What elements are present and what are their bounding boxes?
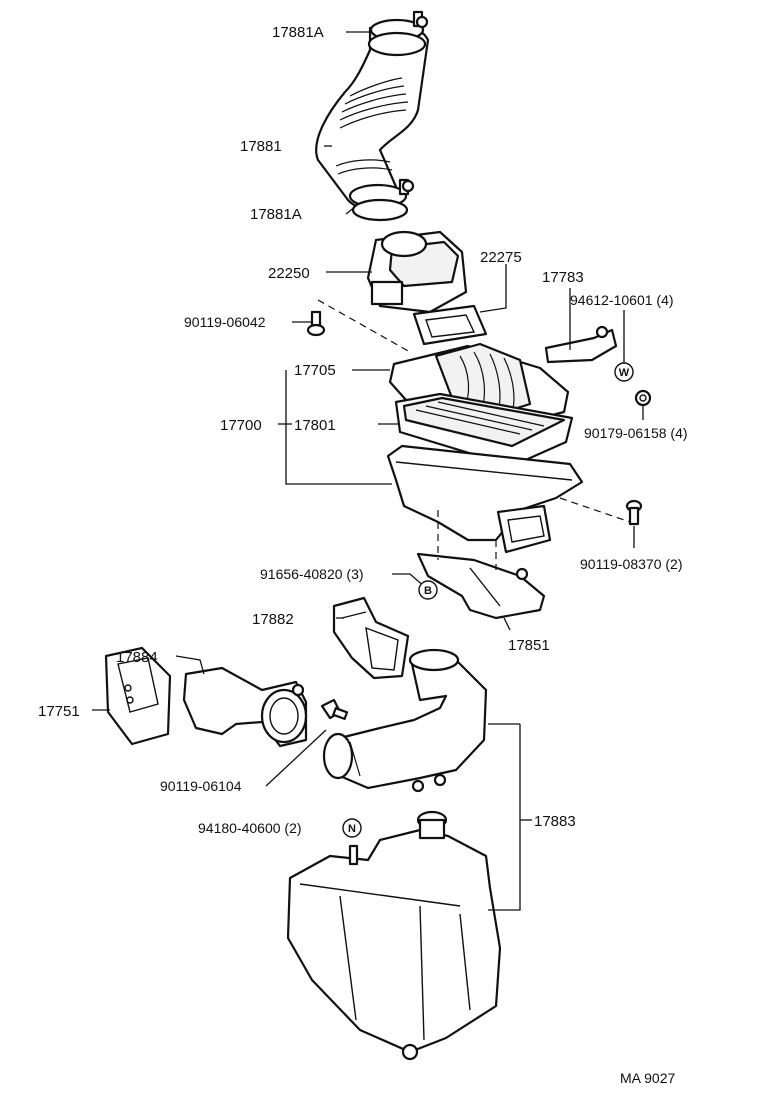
callout-17751: 17751 xyxy=(38,703,80,720)
bolt-90119-06104 xyxy=(320,698,349,720)
bracket-17851 xyxy=(416,552,546,620)
callout-17801: 17801 xyxy=(294,417,336,434)
marker-n: N xyxy=(342,818,362,838)
callout-90119-06104: 90119-06104 xyxy=(160,778,242,794)
marker-b: B xyxy=(418,580,438,600)
inlet-duct-17884 xyxy=(182,666,308,748)
inlet-17751 xyxy=(104,646,172,746)
callout-91656-40820: 91656-40820 (3) xyxy=(260,566,364,582)
hose-clamp-top xyxy=(367,10,429,57)
callout-17851: 17851 xyxy=(508,637,550,654)
bracket-17783 xyxy=(544,325,618,364)
bolt-90119-06042 xyxy=(306,310,326,337)
svg-text:W: W xyxy=(619,367,630,379)
callout-17881a-bottom: 17881A xyxy=(250,206,302,223)
callout-17783: 17783 xyxy=(542,269,584,286)
gasket-22275 xyxy=(412,304,488,346)
callout-17883: 17883 xyxy=(534,813,576,830)
hose-17883 xyxy=(322,648,488,793)
resonator-tank xyxy=(286,810,502,1061)
callout-90119-06042: 90119-06042 xyxy=(184,314,266,330)
bolt-90119-08370 xyxy=(625,499,643,526)
callout-90179-06158: 90179-06158 (4) xyxy=(584,425,688,441)
callout-17881a-top: 17881A xyxy=(272,24,324,41)
callout-22275: 22275 xyxy=(480,249,522,266)
intake-hose-17881 xyxy=(315,22,430,211)
dash-bolt-to-case xyxy=(317,299,411,353)
marker-w: W xyxy=(614,362,634,382)
callout-22250: 22250 xyxy=(268,265,310,282)
svg-text:N: N xyxy=(348,823,356,835)
nut-90179-06158 xyxy=(634,389,652,407)
callout-90119-08370: 90119-08370 (2) xyxy=(580,556,682,572)
air-cleaner-case-17700 xyxy=(386,444,584,554)
hose-clamp-bottom xyxy=(348,178,415,222)
callout-94180-40600: 94180-40600 (2) xyxy=(198,820,302,836)
callout-17882: 17882 xyxy=(252,611,294,628)
callout-17705: 17705 xyxy=(294,362,336,379)
svg-text:B: B xyxy=(424,585,432,597)
callout-17700: 17700 xyxy=(220,417,262,434)
callout-17884: 17884 xyxy=(116,649,158,666)
drawing-code: MA 9027 xyxy=(620,1070,675,1086)
dash-case-to-bolt xyxy=(559,497,631,523)
duct-17882 xyxy=(332,596,410,680)
air-flow-meter-22250 xyxy=(366,230,468,314)
air-cleaner-element-17801 xyxy=(394,392,574,468)
callout-94612-10601: 94612-10601 (4) xyxy=(570,292,674,308)
callout-17881: 17881 xyxy=(240,138,282,155)
